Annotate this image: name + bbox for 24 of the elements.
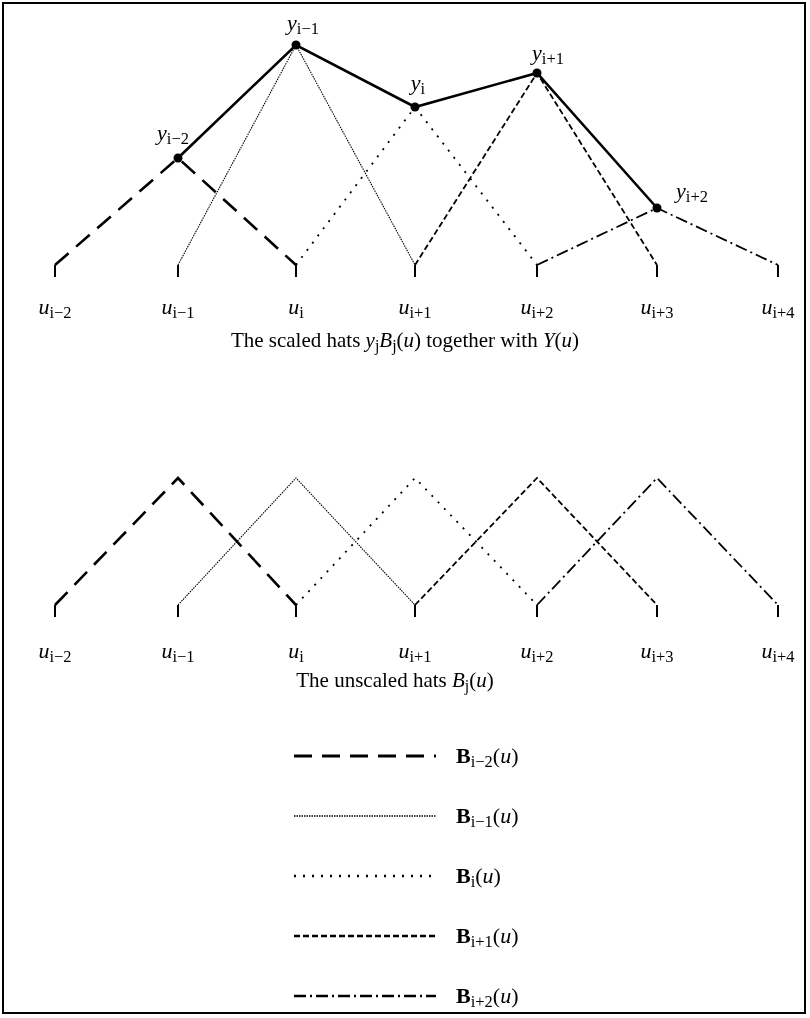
knot-label: u$_{i−1}$ xyxy=(161,296,195,318)
knot-label: u$_{i+3}$ xyxy=(640,296,674,318)
point-label: y$_{i+1}$ xyxy=(532,42,564,64)
knot-label: u$_{i}$ xyxy=(288,296,304,318)
knot-label: u$_{i}$ xyxy=(288,640,304,662)
knot-label: u$_{i+2}$ xyxy=(520,296,554,318)
knot-label: u$_{i+4}$ xyxy=(761,296,795,318)
point-label: y$_{i−2}$ xyxy=(157,122,189,144)
knot-label: u$_{i+2}$ xyxy=(520,640,554,662)
knot-label: u$_{i+4}$ xyxy=(761,640,795,662)
point-label: y$_{i−1}$ xyxy=(287,12,319,34)
legend-label: B$_{i}$(u) xyxy=(456,865,501,887)
knot-label: u$_{i−2}$ xyxy=(38,296,72,318)
point-label: y$_{i}$ xyxy=(410,72,426,94)
legend-label: B$_{i+2}$(u) xyxy=(456,985,519,1007)
legend-label: B$_{i+1}$(u) xyxy=(456,925,519,947)
knot-label: u$_{i+1}$ xyxy=(398,640,432,662)
knot-label: u$_{i−2}$ xyxy=(38,640,72,662)
knot-label: u$_{i+3}$ xyxy=(640,640,674,662)
legend-label: B$_{i−1}$(u) xyxy=(456,805,519,827)
knot-label: u$_{i+1}$ xyxy=(398,296,432,318)
knot-label: u$_{i−1}$ xyxy=(161,640,195,662)
point-label: y$_{i+2}$ xyxy=(676,180,708,202)
legend-label: B$_{i−2}$(u) xyxy=(456,745,519,767)
